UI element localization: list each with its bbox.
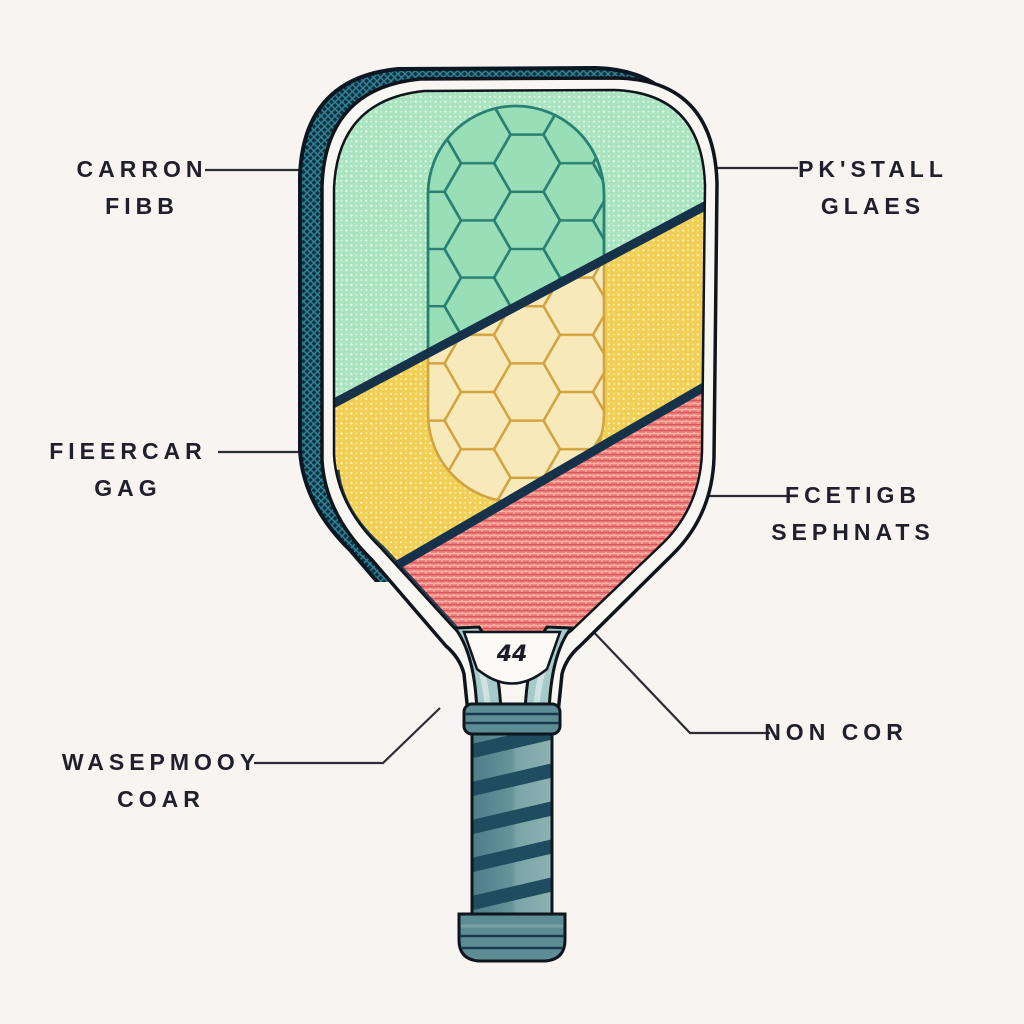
- label-mid-left-line1: FIEERCAR: [49, 438, 207, 464]
- grip-stripes: [472, 732, 552, 911]
- label-top-right-line2: GLAES: [820, 193, 926, 219]
- label-mid-right-line1: FCETIGB: [785, 482, 921, 508]
- label-bottom-left-line1: WASEPMOOY: [61, 749, 261, 775]
- butt-cap: [457, 912, 567, 963]
- throat: 44: [452, 625, 574, 716]
- collar: [462, 702, 562, 736]
- collar-ridges: [465, 712, 559, 725]
- butt-cap-ridges: [460, 934, 564, 950]
- label-mid-left-line2: GAG: [94, 475, 162, 501]
- label-bottom-right-line1: NON COR: [764, 719, 908, 745]
- label-bottom-left-line2: COAR: [117, 786, 205, 812]
- label-bottom-right: NON COR: [726, 714, 946, 751]
- handle: [457, 702, 567, 963]
- label-top-right-line1: PK'STALL: [798, 156, 948, 182]
- label-top-left-line2: FIBB: [105, 193, 179, 219]
- leader-bottom-left: [254, 707, 441, 765]
- label-mid-right-line2: SEPHNATS: [771, 519, 935, 545]
- label-mid-left: FIEERCAR GAG: [18, 433, 238, 507]
- label-top-right: PK'STALL GLAES: [763, 151, 983, 225]
- face-outline: [332, 88, 707, 643]
- label-top-left-line1: CARRON: [76, 156, 208, 182]
- separator-yellow-red: [355, 376, 705, 592]
- throat-panel: [462, 630, 562, 685]
- label-mid-right: FCETIGB SEPHNATS: [743, 477, 963, 551]
- label-bottom-left: WASEPMOOY COAR: [41, 744, 281, 818]
- paddle-face: [334, 90, 705, 641]
- leader-lines: [205, 166, 798, 765]
- label-top-left: CARRON FIBB: [32, 151, 252, 225]
- separator-green-yellow: [334, 196, 705, 428]
- leader-bottom-right: [585, 623, 770, 735]
- throat-marking: 44: [496, 642, 528, 667]
